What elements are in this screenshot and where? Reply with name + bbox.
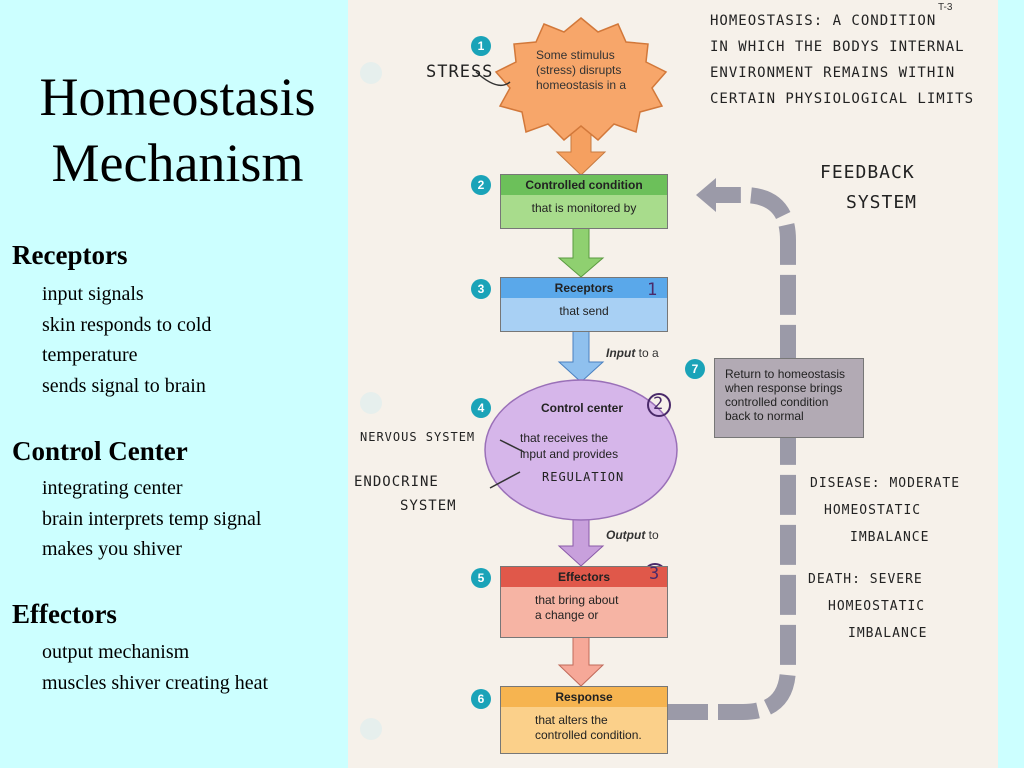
effectors-mark: 3 [649,564,661,584]
effectors-header: Effectors [501,567,667,587]
list-item: sends signal to brain [42,374,206,397]
receptors-mark: 1 [647,280,659,300]
arrow-control-to-effectors [557,517,605,567]
step-number-1: 1 [471,36,491,56]
input-label: Input to a [606,346,659,360]
control-center-mark: 2 [653,394,665,414]
arrow-receptors-to-control [557,330,605,383]
control-center-header: Control center [540,401,623,415]
title-line-2: Mechanism [51,133,304,193]
controlled-condition-box: Controlled condition that is monitored b… [500,174,668,229]
response-header: Response [501,687,667,707]
punch-hole [360,392,382,414]
receptors-header: Receptors [501,278,667,298]
step-number-4: 4 [471,398,491,418]
stress-pointer [475,71,511,87]
nervous-pointer [499,439,525,453]
list-item: brain interprets temp signal [42,507,262,530]
feedback-arrowhead [696,178,716,212]
list-item: integrating center [42,477,183,499]
death-note: DEATH: SEVERE HOMEOSTATIC IMBALANCE [808,572,928,641]
list-item: muscles shiver creating heat [42,671,269,694]
disease-note: DISEASE: MODERATE HOMEOSTATIC IMBALANCE [810,476,961,545]
regulation-note: REGULATION [542,470,625,484]
effectors-box: Effectors that bring about a change or [500,566,668,638]
step-number-7: 7 [685,359,705,379]
arrow-condition-to-receptors [557,227,605,278]
list-item: makes you shiver [42,538,182,560]
title-line-1: Homeostasis [39,67,316,127]
diagram-graphics [475,17,796,720]
section-heading-control-center: Control Center [12,436,188,466]
stimulus-starburst [494,17,668,142]
punch-hole [360,718,382,740]
stress-note: STRESS [426,62,494,82]
stimulus-text: Some stimulus (stress) disrupts homeosta… [536,48,627,92]
section-heading-effectors: Effectors [12,599,117,629]
receptors-box: Receptors that send [500,277,668,332]
list-item: input signals [42,283,144,305]
diagram-page: 1 2 3 4 5 6 7 Some stimulus (stress) dis… [348,0,998,768]
control-center-list: integrating center brain interprets temp… [42,473,261,565]
slide-title: Homeostasis Mechanism [0,64,355,196]
response-body: that alters the controlled condition. [535,713,642,742]
step-number-2: 2 [471,175,491,195]
homeostasis-definition-note: HOMEOSTASIS: A CONDITION IN WHICH THE BO… [710,13,975,107]
controlled-condition-body: that is monitored by [531,201,637,215]
control-center-ellipse [484,379,678,521]
page-tag: T-3 [938,2,953,13]
step-number-3: 3 [471,279,491,299]
list-item: skin responds to cold [42,313,212,336]
controlled-condition-header: Controlled condition [501,175,667,195]
section-heading-receptors: Receptors [12,240,128,270]
output-label: Output to [606,528,659,542]
receptors-body: that send [559,304,609,318]
punch-hole [360,62,382,84]
receptors-list: input signals skin responds to cold temp… [42,279,211,401]
feedback-loop-path [668,187,796,720]
nervous-system-note: NERVOUS SYSTEM [360,430,476,444]
step-number-6: 6 [471,689,491,709]
effectors-body: that bring about a change or [535,593,619,622]
feedback-system-note: FEEDBACK SYSTEM [820,162,918,213]
arrow-effectors-to-response [557,636,605,687]
endocrine-system-note: ENDOCRINE SYSTEM [354,474,457,514]
return-to-homeostasis-box: Return to homeostasis when response brin… [714,358,864,438]
list-item: temperature [42,344,138,366]
endocrine-pointer [489,471,521,489]
control-center-text: Control center that receives the input a… [520,400,644,462]
step-number-5: 5 [471,568,491,588]
circled-mark-2 [647,393,671,417]
effectors-list: output mechanism muscles shiver creating… [42,637,268,698]
response-box: Response that alters the controlled cond… [500,686,668,754]
list-item: output mechanism [42,641,190,663]
